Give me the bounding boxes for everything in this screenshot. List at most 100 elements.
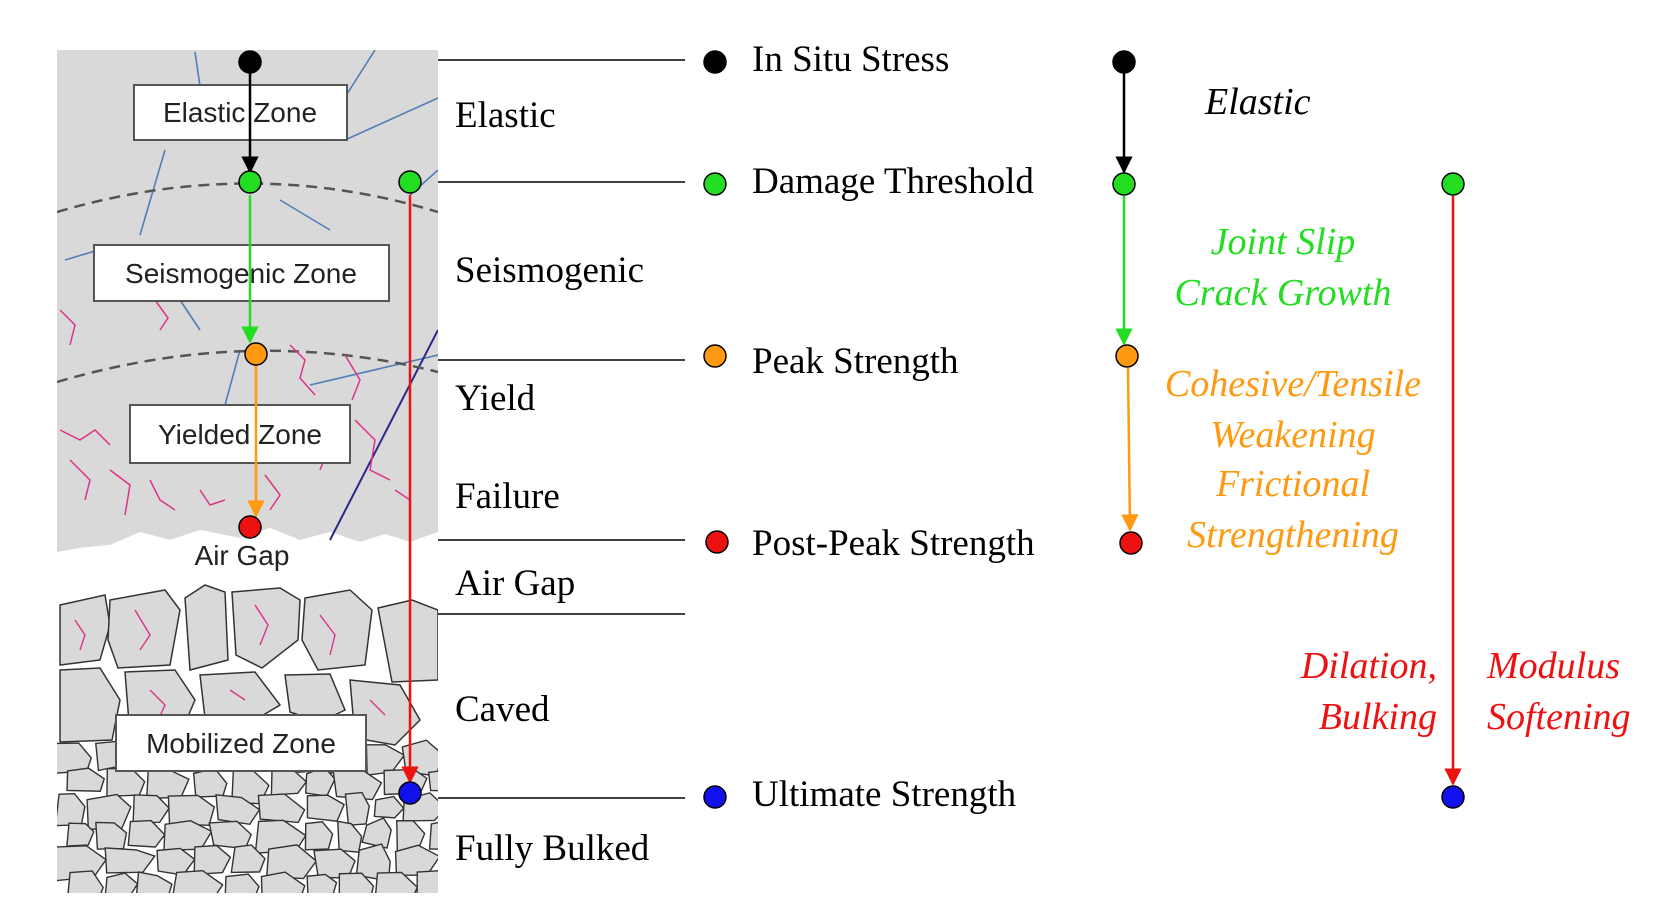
bulked-fragment	[355, 843, 391, 882]
air-gap-panel-label: Air Gap	[195, 540, 290, 571]
mobilized-zone-label: Mobilized Zone	[146, 728, 336, 759]
bulked-fragment	[306, 794, 345, 822]
bulked-fragment	[208, 820, 252, 850]
bulked-fragment	[427, 770, 438, 792]
mech-strengthening-label: Strengthening	[1187, 514, 1399, 556]
bulked-fragment	[57, 742, 93, 774]
bulked-fragment	[167, 794, 216, 827]
leader-lines	[438, 59, 685, 799]
mech-bulking-label: Bulking	[1319, 696, 1437, 738]
mech-joint-slip-label: Joint Slip	[1211, 221, 1356, 263]
stage-post-peak-dot	[705, 530, 729, 554]
elastic-zone-label: Elastic Zone	[163, 97, 317, 128]
bulked-fragment	[416, 870, 438, 893]
damage-boundary-arc	[57, 182, 438, 214]
caved-blocks	[59, 584, 438, 746]
bulked-fragment	[156, 847, 196, 876]
mech-crack-growth-label: Crack Growth	[1174, 272, 1391, 314]
mech-elastic-label: Elastic	[1204, 81, 1311, 123]
mech-weakening-label: Weakening	[1210, 414, 1375, 456]
bulked-fragment	[313, 848, 356, 879]
bulked-fragment	[193, 844, 232, 876]
bulked-fragment	[338, 872, 375, 893]
bulked-fragment	[106, 767, 146, 797]
zone-name-failure: Failure	[455, 476, 560, 517]
panel-ultimate-dot	[398, 781, 422, 805]
yielded-zone-box: Yielded Zone	[129, 404, 351, 464]
bulked-fragment	[104, 847, 156, 874]
bulked-fragment	[304, 821, 334, 851]
bulked-fragment	[394, 844, 438, 877]
mobilized-zone-box: Mobilized Zone	[115, 714, 367, 772]
mech-modulus-label: Modulus	[1486, 645, 1620, 687]
bulked-fragment	[428, 821, 438, 850]
bulked-fragment	[163, 819, 213, 851]
zone-name-elastic: Elastic	[455, 95, 556, 136]
bulked-fragment	[215, 794, 261, 826]
bulked-fragment	[375, 871, 419, 893]
mech-in-situ-dot	[1112, 50, 1136, 74]
mech-peak-arrow	[1121, 367, 1139, 532]
elastic-zone-box: Elastic Zone	[133, 84, 348, 141]
mech-damage-dot	[1112, 172, 1136, 196]
stage-ultimate-label: Ultimate Strength	[752, 774, 1017, 815]
zone-name-air-gap: Air Gap	[455, 563, 575, 604]
mech-damage-dot-right	[1441, 172, 1465, 196]
bulked-fragment	[66, 767, 106, 792]
mech-dilation-label: Dilation,	[1300, 645, 1437, 687]
panel-damage-dot-right	[398, 170, 422, 194]
stage-ultimate-dot	[703, 785, 727, 809]
stage-peak-label: Peak Strength	[752, 341, 959, 382]
bulked-fragment	[266, 844, 318, 880]
mechanism-flow: Elastic Joint Slip Crack Growth Cohesive…	[1112, 50, 1631, 809]
bulked-fragment	[224, 873, 260, 893]
yielded-zone-label: Yielded Zone	[158, 419, 322, 450]
bulked-fragment	[135, 871, 173, 893]
stage-damage-dot	[703, 172, 727, 196]
seismogenic-zone-label: Seismogenic Zone	[125, 258, 357, 289]
bulked-fragment	[260, 871, 306, 893]
bulked-fragment	[132, 794, 171, 824]
stage-damage-label: Damage Threshold	[752, 161, 1034, 202]
strength-stage-list: In Situ Stress Damage Threshold Peak Str…	[703, 39, 1035, 815]
mech-cohesive-label: Cohesive/Tensile	[1165, 363, 1421, 405]
bulked-fragment	[365, 744, 406, 776]
panel-in-situ-dot	[238, 50, 262, 74]
bulked-fragment	[146, 769, 190, 800]
bulked-fragment	[192, 767, 228, 798]
bulked-fragment	[95, 821, 128, 850]
bulked-fragment	[337, 820, 363, 853]
bulked-fragment	[66, 822, 95, 847]
panel-post-peak-dot	[238, 515, 262, 539]
bulked-fragment	[257, 793, 306, 824]
panel-peak-dot	[244, 342, 268, 366]
bulked-fragment	[361, 817, 392, 849]
mech-post-peak-dot	[1119, 531, 1143, 555]
mech-softening-label: Softening	[1487, 696, 1631, 738]
zone-name-seismogenic: Seismogenic	[455, 250, 644, 291]
zone-name-fully-bulked: Fully Bulked	[455, 828, 650, 869]
bulked-fragment	[373, 795, 405, 819]
bulked-fragment	[396, 820, 426, 852]
bulked-fragment	[86, 793, 132, 831]
fracture-traces-upper	[59, 299, 411, 516]
stage-post-peak-label: Post-Peak Strength	[752, 523, 1035, 564]
yield-boundary-arc	[57, 349, 438, 384]
stage-in-situ-dot	[703, 50, 727, 74]
bulked-fragment	[127, 819, 166, 848]
bulked-fragment	[344, 791, 370, 826]
bulked-fragment	[306, 873, 338, 893]
bulked-fragment	[57, 845, 108, 882]
seismogenic-zone-box: Seismogenic Zone	[93, 244, 390, 302]
bulked-fragment	[230, 844, 266, 874]
zone-name-column: Elastic Seismogenic Yield Failure Air Ga…	[455, 95, 650, 869]
bulked-fragment	[67, 870, 104, 893]
fault-trace	[329, 329, 438, 541]
bulked-fragment	[172, 869, 224, 893]
bulked-fragment	[57, 792, 86, 827]
stage-peak-dot	[703, 344, 727, 368]
panel-damage-dot	[238, 170, 262, 194]
zone-name-caved: Caved	[455, 689, 550, 730]
mech-frictional-label: Frictional	[1215, 463, 1370, 505]
